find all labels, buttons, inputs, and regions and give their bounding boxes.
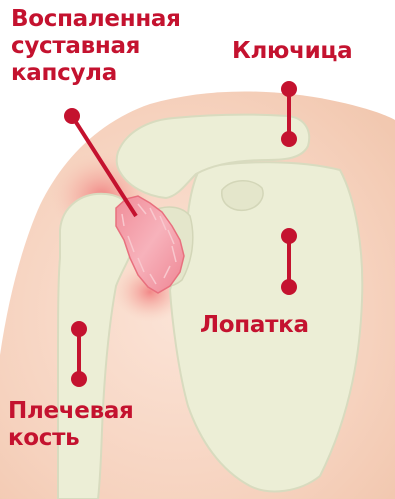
coracoid-process xyxy=(222,181,263,211)
label-humerus: Плечевая кость xyxy=(8,398,134,452)
label-clavicle: Ключица xyxy=(232,38,352,65)
label-scapula: Лопатка xyxy=(200,312,309,339)
label-inflamed-capsule: Воспаленная суставная капсула xyxy=(11,6,181,87)
